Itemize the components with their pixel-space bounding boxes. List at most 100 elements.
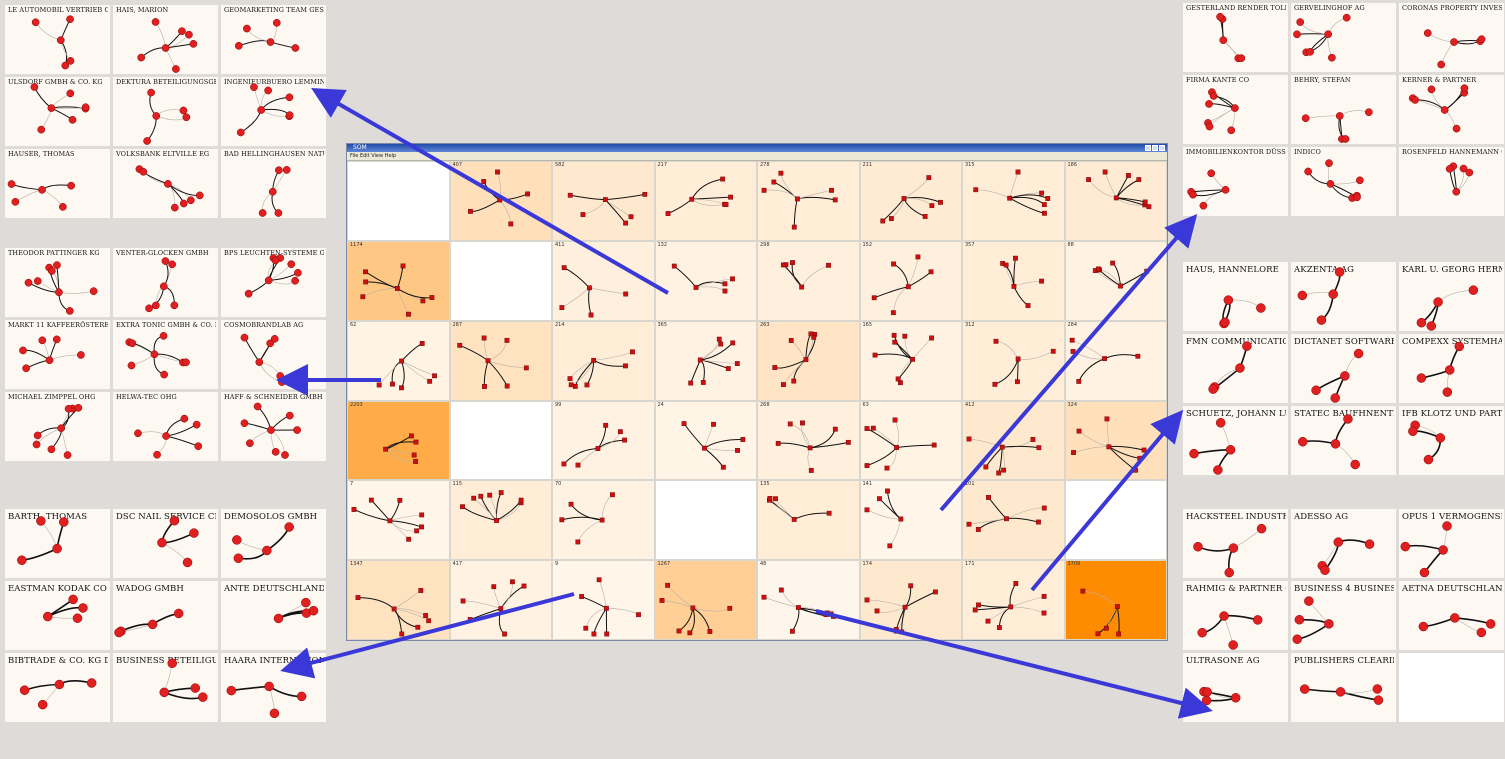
som-cell[interactable]: 582	[553, 162, 654, 240]
som-cell[interactable]: 214	[553, 321, 654, 400]
som-cell[interactable]: 99	[553, 401, 654, 480]
close-button[interactable]	[1159, 145, 1165, 151]
network-thumbnail[interactable]: CORONAS PROPERTY INVESTMENT GMBH	[1399, 3, 1504, 72]
som-cell[interactable]: 132	[655, 241, 756, 320]
som-cell[interactable]: 211	[860, 162, 961, 240]
som-cell[interactable]: 101	[963, 481, 1064, 560]
som-cell[interactable]: 152	[860, 241, 961, 320]
network-thumbnail[interactable]: MICHAEL ZIMPPEL OHG	[5, 392, 110, 461]
som-cell[interactable]: 1347	[348, 561, 449, 639]
network-thumbnail[interactable]: BUSINESS 4 BUSINESS EVENTS	[1291, 581, 1396, 650]
network-thumbnail[interactable]: WADOG GMBH	[113, 581, 218, 650]
network-thumbnail[interactable]: VOLKSBANK ELTVILLE EG	[113, 149, 218, 218]
network-thumbnail[interactable]: BPS LEUCHTEN-SYSTEME GMBH	[221, 248, 326, 317]
network-thumbnail[interactable]: GESTERLAND RENDER TOLL	[1183, 3, 1288, 72]
som-cell[interactable]: 165	[860, 321, 961, 400]
network-thumbnail[interactable]: ROSENFELD HANNEMANN CONSULTING AG	[1399, 147, 1504, 216]
som-cell[interactable]	[450, 401, 551, 480]
som-cell[interactable]: 357	[963, 241, 1064, 320]
network-thumbnail[interactable]: BAD HELLINGHAUSEN NATURHEILMITTEL	[221, 149, 326, 218]
network-thumbnail[interactable]: LE AUTOMOBIL VERTRIEB GMBH & CO. KG	[5, 5, 110, 74]
network-thumbnail[interactable]: DEMOSOLOS GMBH	[221, 509, 326, 578]
som-cell[interactable]: 412	[963, 401, 1064, 480]
som-cell[interactable]: 88	[1065, 241, 1166, 320]
network-thumbnail[interactable]: FIRMA KANTE CO	[1183, 75, 1288, 144]
som-menu-items[interactable]: File Edit View Help	[350, 153, 397, 159]
network-thumbnail[interactable]: IFB KLOTZ UND PARTNER	[1399, 406, 1504, 475]
network-thumbnail[interactable]: ULSDORF GMBH & CO. KG	[5, 77, 110, 146]
som-cell[interactable]: 3709	[1065, 561, 1166, 639]
som-cell[interactable]: 263	[758, 321, 859, 400]
som-cell[interactable]	[348, 162, 449, 240]
network-thumbnail[interactable]: RAHMIG & PARTNER GMBH	[1183, 581, 1288, 650]
network-thumbnail[interactable]: GERVELINGHOF AG	[1291, 3, 1396, 72]
minimize-button[interactable]	[1145, 145, 1151, 151]
network-thumbnail[interactable]: IMMOBILIENKONTOR DÜSSELDORF GMBH	[1183, 147, 1288, 216]
network-thumbnail[interactable]: BUSINESS BETEILIGUNGSGESELLSCHAFT MBH	[113, 653, 218, 722]
som-cell[interactable]: 70	[553, 481, 654, 560]
som-cell[interactable]	[1065, 481, 1166, 560]
som-cell[interactable]: 135	[758, 481, 859, 560]
som-titlebar[interactable]: SOM	[347, 144, 1167, 152]
network-thumbnail[interactable]: VENTER-GLOCKEN GMBH	[113, 248, 218, 317]
som-cell[interactable]: 312	[963, 321, 1064, 400]
som-cell[interactable]: 365	[655, 321, 756, 400]
som-cell[interactable]: 284	[1065, 321, 1166, 400]
network-thumbnail[interactable]: FMN COMMUNICATIONS GMBH	[1183, 334, 1288, 403]
som-cell[interactable]: 268	[758, 401, 859, 480]
network-thumbnail[interactable]: ANTE DEUTSCHLAND HOLDING GMBH	[221, 581, 326, 650]
som-cell[interactable]: 7	[348, 481, 449, 560]
som-cell[interactable]: 171	[963, 561, 1064, 639]
som-cell[interactable]: 186	[1065, 162, 1166, 240]
som-cell[interactable]: 417	[450, 561, 551, 639]
network-thumbnail[interactable]: DICTANET SOFTWARE AG	[1291, 334, 1396, 403]
network-thumbnail[interactable]: EXTRA TONIC GMBH & CO. KG	[113, 320, 218, 389]
network-thumbnail[interactable]: PUBLISHERS CLEARING HOUSE, INC.	[1291, 653, 1396, 722]
som-cell[interactable]: 1174	[348, 241, 449, 320]
som-cell[interactable]: 278	[758, 162, 859, 240]
network-thumbnail[interactable]: BIBTRADE & CO. KG DR. ROTHKAMP & THEM	[5, 653, 110, 722]
network-thumbnail[interactable]: THEODOR PATTINGER KG	[5, 248, 110, 317]
som-cell[interactable]: 62	[348, 321, 449, 400]
som-cell[interactable]: 324	[1065, 401, 1166, 480]
network-thumbnail[interactable]: MARKT 11 KAFFEERÖSTEREI & CO.	[5, 320, 110, 389]
network-thumbnail[interactable]: AKZENTA AG	[1291, 262, 1396, 331]
som-cell[interactable]: 407	[450, 162, 551, 240]
som-cell[interactable]: 411	[553, 241, 654, 320]
network-thumbnail[interactable]: HAUS, HANNELORE	[1183, 262, 1288, 331]
som-cell[interactable]: 9	[553, 561, 654, 639]
som-cell[interactable]: 115	[450, 481, 551, 560]
network-thumbnail[interactable]: HAARA INTERNATIONAL INC	[221, 653, 326, 722]
som-cell[interactable]: 1267	[655, 561, 756, 639]
som-cell[interactable]	[655, 481, 756, 560]
network-thumbnail[interactable]: HAIS, MARION	[113, 5, 218, 74]
som-cell[interactable]: 63	[860, 401, 961, 480]
network-thumbnail[interactable]: DSC NAIL SERVICE CENTER GMBH	[113, 509, 218, 578]
network-thumbnail[interactable]: SCHUETZ, JOHANN LUDWIG	[1183, 406, 1288, 475]
som-cell[interactable]: 48	[758, 561, 859, 639]
network-thumbnail[interactable]: KERNER & PARTNER	[1399, 75, 1504, 144]
network-thumbnail[interactable]: HAUSER, THOMAS	[5, 149, 110, 218]
som-menubar[interactable]: File Edit View Help	[347, 152, 1167, 161]
maximize-button[interactable]	[1152, 145, 1158, 151]
som-cell[interactable]	[450, 241, 551, 320]
network-thumbnail[interactable]: INGENIEURBUERO LEMMINGEN GMBH	[221, 77, 326, 146]
network-thumbnail[interactable]: HAFF & SCHNEIDER GMBH & CO.	[221, 392, 326, 461]
som-cell[interactable]: 298	[758, 241, 859, 320]
network-thumbnail[interactable]	[1399, 653, 1504, 722]
som-cell[interactable]: 217	[655, 162, 756, 240]
network-thumbnail[interactable]: ADESSO AG	[1291, 509, 1396, 578]
network-thumbnail[interactable]: KARL U. GEORG HERMANN	[1399, 262, 1504, 331]
som-cell[interactable]: 315	[963, 162, 1064, 240]
network-thumbnail[interactable]: OPUS 1 VERMÖGENSMANAGEMENT	[1399, 509, 1504, 578]
som-cell[interactable]: 287	[450, 321, 551, 400]
network-thumbnail[interactable]: COMPEXX SYSTEMHAUS	[1399, 334, 1504, 403]
network-thumbnail[interactable]: AETNA DEUTSCHLAND GMBH	[1399, 581, 1504, 650]
network-thumbnail[interactable]: HACKSTEEL INDUSTRIEVERTRIEB	[1183, 509, 1288, 578]
network-thumbnail[interactable]: STATEC BAUFHNENTECHNIK	[1291, 406, 1396, 475]
network-thumbnail[interactable]: COSMOBRANDLAB AG	[221, 320, 326, 389]
network-thumbnail[interactable]: ULTRASONE AG	[1183, 653, 1288, 722]
network-thumbnail[interactable]: EASTMAN KODAK CO	[5, 581, 110, 650]
som-cell[interactable]: 141	[860, 481, 961, 560]
som-cell[interactable]: 2203	[348, 401, 449, 480]
